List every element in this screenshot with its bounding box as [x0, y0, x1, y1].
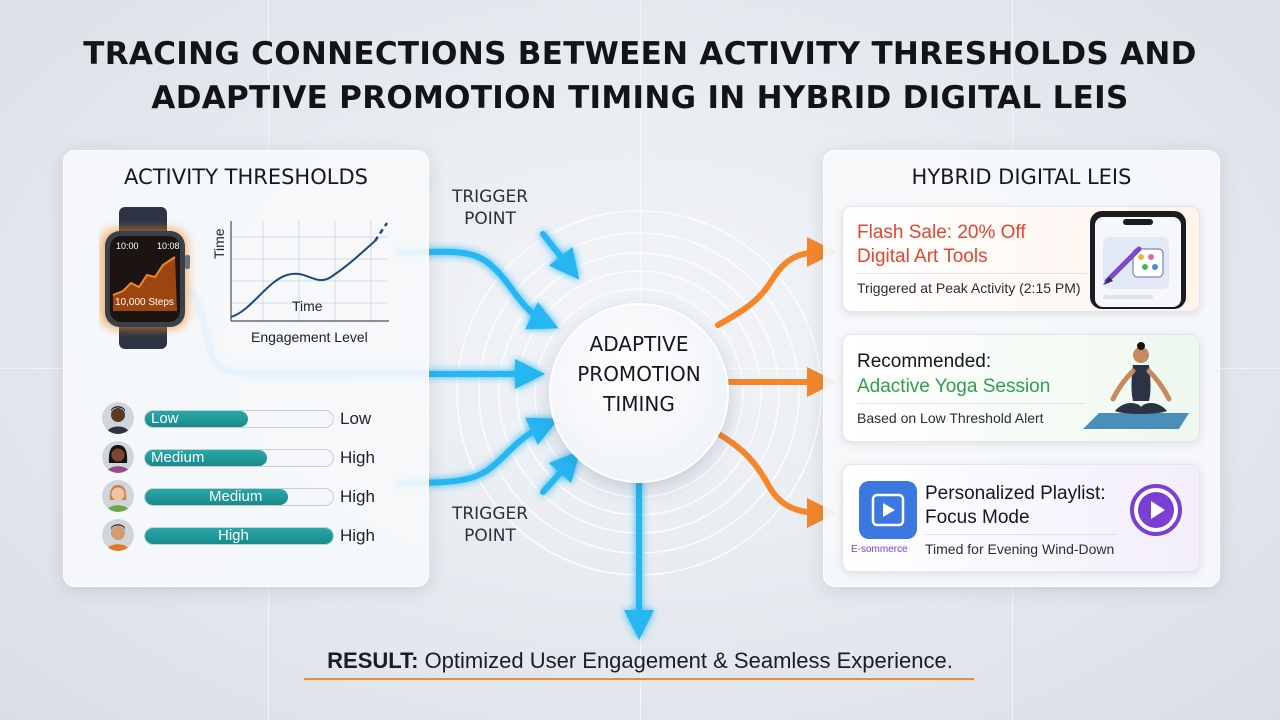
arrow-hub-to-card-1 — [715, 237, 837, 328]
result-text: Optimized User Engagement & Seamless Exp… — [424, 648, 953, 673]
level-bar-label: High — [218, 527, 249, 544]
mini-chart-xlabel: Time — [292, 298, 323, 314]
card-headline-2: Digital Art Tools — [857, 246, 988, 267]
level-bar-label: Low — [151, 410, 179, 427]
level-bar: High — [144, 527, 334, 545]
level-bar-label: Medium — [151, 449, 205, 466]
arrow-trigger-top — [540, 231, 580, 280]
trigger-point-bottom-label: TRIGGER POINT — [440, 503, 540, 547]
avatar — [102, 441, 134, 473]
brand-label: E-sommerce — [851, 544, 908, 555]
result-underline — [304, 678, 974, 680]
level-bar-fill — [145, 489, 288, 505]
card-divider — [857, 273, 1087, 274]
watch-steps: 10,000 Steps — [115, 297, 174, 308]
card-headline-2: Adactive Yoga Session — [857, 376, 1051, 397]
activity-thresholds-panel: ACTIVITY THRESHOLDS 10:00 10:08 10,000 S… — [63, 150, 429, 587]
avatar — [102, 402, 134, 434]
level-bar-fill — [145, 450, 268, 466]
adaptive-promotion-timing-hub: ADAPTIVE PROMOTION TIMING — [551, 305, 727, 481]
level-bar: Medium — [144, 449, 334, 467]
phone-art-tools-icon — [1090, 211, 1186, 309]
level-bar: Low — [144, 410, 334, 428]
trigger-point-top-label: TRIGGER POINT — [440, 186, 540, 230]
level-status: High — [340, 526, 375, 545]
arrow-trigger-bottom — [540, 450, 581, 495]
mini-chart-ylabel: Time — [211, 228, 227, 259]
arrow-chart-to-hub — [397, 248, 559, 330]
hub-line-2: PROMOTION — [577, 362, 701, 386]
play-button-icon[interactable] — [1129, 483, 1183, 537]
level-bar-fill — [145, 411, 249, 427]
level-status: High — [340, 448, 375, 467]
watch-time-left: 10:00 — [116, 241, 139, 251]
trigger-line-1: TRIGGER — [451, 504, 529, 524]
page-title: TRACING CONNECTIONS BETWEEN ACTIVITY THR… — [0, 32, 1280, 120]
mini-chart-caption: Engagement Level — [251, 329, 368, 345]
card-headline-1: Flash Sale: 20% Off — [857, 222, 1026, 243]
flash-sale-card[interactable]: Flash Sale: 20% Off Digital Art Tools Tr… — [842, 206, 1200, 312]
level-status: High — [340, 487, 375, 506]
result-label: RESULT: — [327, 648, 419, 673]
avatar — [102, 480, 134, 512]
level-bar-fill — [145, 528, 333, 544]
card-headline-1: Recommended: — [857, 351, 992, 372]
e-commerce-app-icon — [859, 481, 917, 539]
yoga-recommendation-card[interactable]: Recommended: Adactive Yoga Session Based… — [842, 334, 1200, 442]
hub-line-1: ADAPTIVE — [589, 332, 689, 356]
level-bar: Medium — [144, 488, 334, 506]
title-line-2: ADAPTIVE PROMOTION TIMING IN HYBRID DIGI… — [151, 80, 1129, 116]
panel-title: HYBRID DIGITAL LEIS — [911, 165, 1132, 189]
trigger-line-1: TRIGGER — [451, 187, 529, 207]
card-note: Triggered at Peak Activity (2:15 PM) — [857, 280, 1081, 296]
card-note: Timed for Evening Wind-Down — [925, 541, 1115, 557]
card-divider — [925, 534, 1117, 535]
yoga-person-icon — [1083, 342, 1189, 429]
card-headline-2: Focus Mode — [925, 507, 1030, 528]
engagement-mini-chart — [230, 221, 389, 322]
arrow-hub-to-card-3 — [705, 425, 837, 528]
playlist-card[interactable]: E-sommerce Personalized Playlist: Focus … — [842, 464, 1200, 572]
avatar — [102, 519, 134, 551]
panel-title: ACTIVITY THRESHOLDS — [124, 165, 368, 189]
card-note: Based on Low Threshold Alert — [857, 410, 1044, 426]
level-status: Low — [340, 409, 372, 428]
trigger-line-2: POINT — [464, 526, 516, 546]
title-line-1: TRACING CONNECTIONS BETWEEN ACTIVITY THR… — [83, 36, 1197, 72]
level-bar-label: Medium — [209, 488, 263, 505]
hub-line-3: TIMING — [603, 392, 675, 416]
arrow-levels-to-hub — [397, 417, 559, 486]
card-divider — [857, 403, 1085, 404]
trigger-line-2: POINT — [464, 209, 516, 229]
result-statement: RESULT: Optimized User Engagement & Seam… — [300, 648, 980, 674]
hybrid-digital-leis-panel: HYBRID DIGITAL LEIS Flash Sale: 20% Off … — [823, 150, 1220, 587]
watch-time-right: 10:08 — [157, 241, 180, 251]
card-headline-1: Personalized Playlist: — [925, 483, 1106, 504]
smartwatch-icon — [101, 207, 190, 349]
